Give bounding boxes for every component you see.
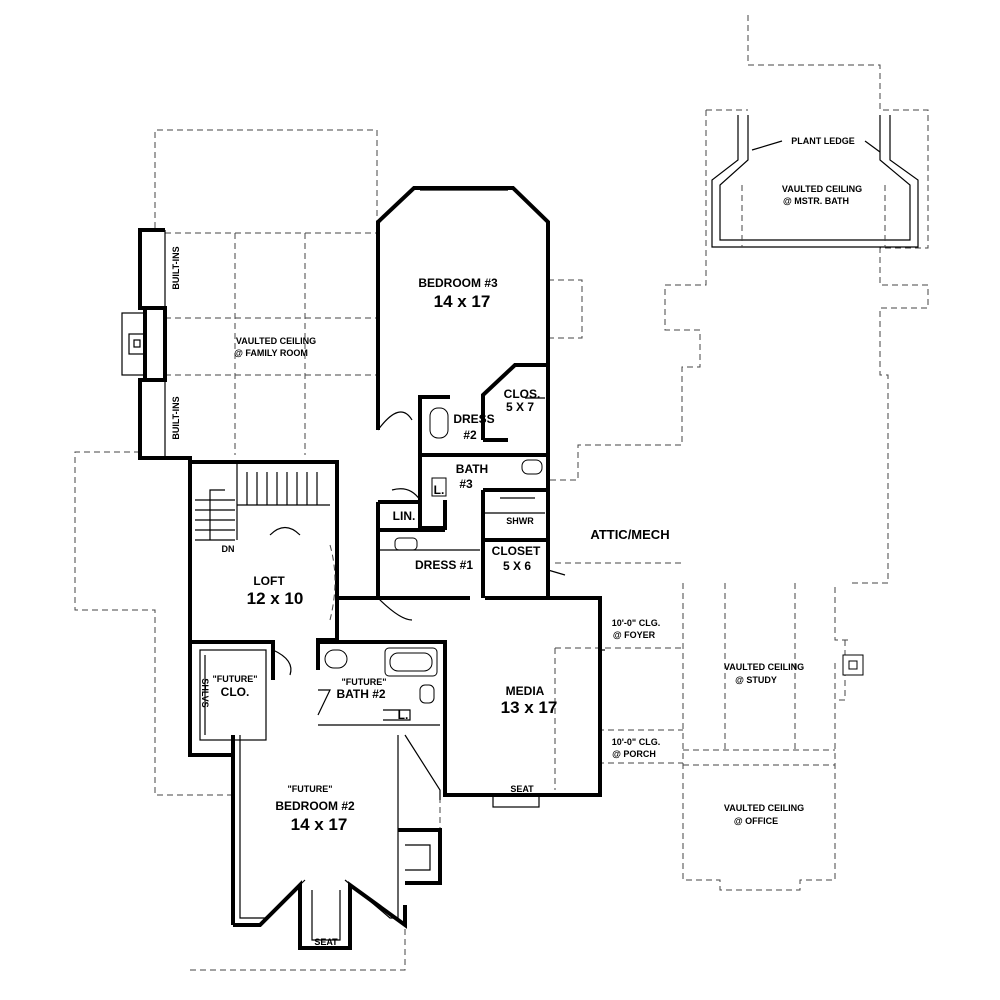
bedroom-3-walls [376, 186, 550, 440]
clg-porch-line1: 10'-0" CLG. [612, 737, 660, 747]
builtins-top-label: BUILT-INS [171, 246, 181, 289]
dress-2-name: DRESS [453, 412, 494, 426]
roof-outlines [74, 15, 929, 971]
media-seat-label: SEAT [510, 784, 534, 794]
ceiling-notes: BUILT-INS BUILT-INS VAULTED CEILING @ FA… [171, 136, 862, 826]
bath-3-num: #3 [459, 477, 473, 491]
door-swings [272, 411, 421, 676]
vaulted-study-line1: VAULTED CEILING [724, 662, 804, 672]
bedroom-3-size: 14 x 17 [434, 292, 491, 311]
future-bedroom-2-tag: "FUTURE" [287, 784, 332, 794]
dress-1-name: DRESS #1 [415, 558, 473, 572]
vaulted-office-line2: @ OFFICE [734, 816, 778, 826]
future-closet-tag: "FUTURE" [212, 674, 257, 684]
linen-label: LIN. [393, 509, 416, 523]
shelves-label: SHLVS [200, 678, 210, 707]
loft-walls [188, 460, 378, 757]
clg-porch-line2: @ PORCH [612, 749, 656, 759]
builtins-bottom-label: BUILT-INS [171, 396, 181, 439]
clg-foyer-line1: 10'-0" CLG. [612, 618, 660, 628]
dress-2-num: #2 [463, 428, 477, 442]
vaulted-family-line1: VAULTED CEILING [236, 336, 316, 346]
attic-mech-label: ATTIC/MECH [590, 527, 669, 542]
media-walls [492, 649, 605, 808]
media-size: 13 x 17 [501, 698, 558, 717]
future-bath-2-tag: "FUTURE" [341, 677, 386, 687]
future-bath-2-name: BATH #2 [336, 687, 385, 701]
bath-3-area-walls [376, 365, 550, 598]
family-room-wall [121, 228, 192, 462]
closet-5x6-size: 5 X 6 [503, 559, 531, 573]
media-name: MEDIA [506, 684, 545, 698]
closet-5x6-name: CLOSET [492, 544, 541, 558]
vaulted-mstr-line2: @ MSTR. BATH [783, 196, 849, 206]
vaulted-office-line1: VAULTED CEILING [724, 803, 804, 813]
shower-label: SHWR [506, 516, 534, 526]
vaulted-family-line2: @ FAMILY ROOM [234, 348, 308, 358]
vaulted-mstr-line1: VAULTED CEILING [782, 184, 862, 194]
bath-2-lav-label: L. [398, 708, 409, 722]
bedroom-3-name: BEDROOM #3 [418, 276, 498, 290]
closet-size: 5 X 7 [506, 400, 534, 414]
bath-3-name: BATH [456, 462, 488, 476]
closet-name: CLOS. [504, 387, 541, 401]
stair-down-label: DN [222, 544, 235, 554]
bedroom-2-seat-label: SEAT [314, 937, 338, 947]
bedroom-2-walls [231, 734, 442, 950]
attic-mech-fixture [842, 654, 864, 676]
future-bedroom-2-name: BEDROOM #2 [275, 799, 355, 813]
plant-ledge-label: PLANT LEDGE [791, 136, 855, 146]
room-labels: BEDROOM #3 14 x 17 CLOS. 5 X 7 DRESS #2 … [200, 276, 670, 947]
clg-foyer-line2: @ FOYER [613, 630, 656, 640]
loft-size: 12 x 10 [247, 589, 304, 608]
vaulted-study-line2: @ STUDY [735, 675, 777, 685]
future-bedroom-2-size: 14 x 17 [291, 815, 348, 834]
future-closet-name: CLO. [221, 685, 250, 699]
plant-ledge [711, 115, 919, 248]
bath-3-lav-label: L. [434, 483, 445, 497]
loft-name: LOFT [253, 574, 285, 588]
